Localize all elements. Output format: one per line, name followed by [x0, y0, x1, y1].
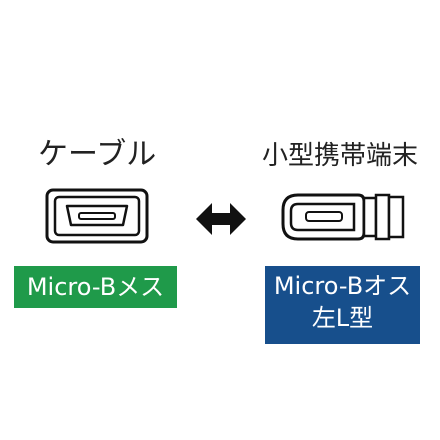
device-heading: 小型携帯端末: [262, 141, 419, 171]
male-connector-type: Micro-Bオス: [273, 272, 412, 300]
cable-heading: ケーブル: [38, 137, 157, 172]
female-connector-label: Micro-Bメス: [14, 266, 177, 308]
micro-b-male-plug-icon: [281, 193, 405, 241]
double-arrow-icon: [196, 203, 246, 235]
male-connector-orientation: 左L型: [311, 304, 374, 332]
male-connector-label: Micro-Bオス 左L型: [265, 266, 420, 344]
micro-b-female-connector-icon: [45, 188, 149, 244]
